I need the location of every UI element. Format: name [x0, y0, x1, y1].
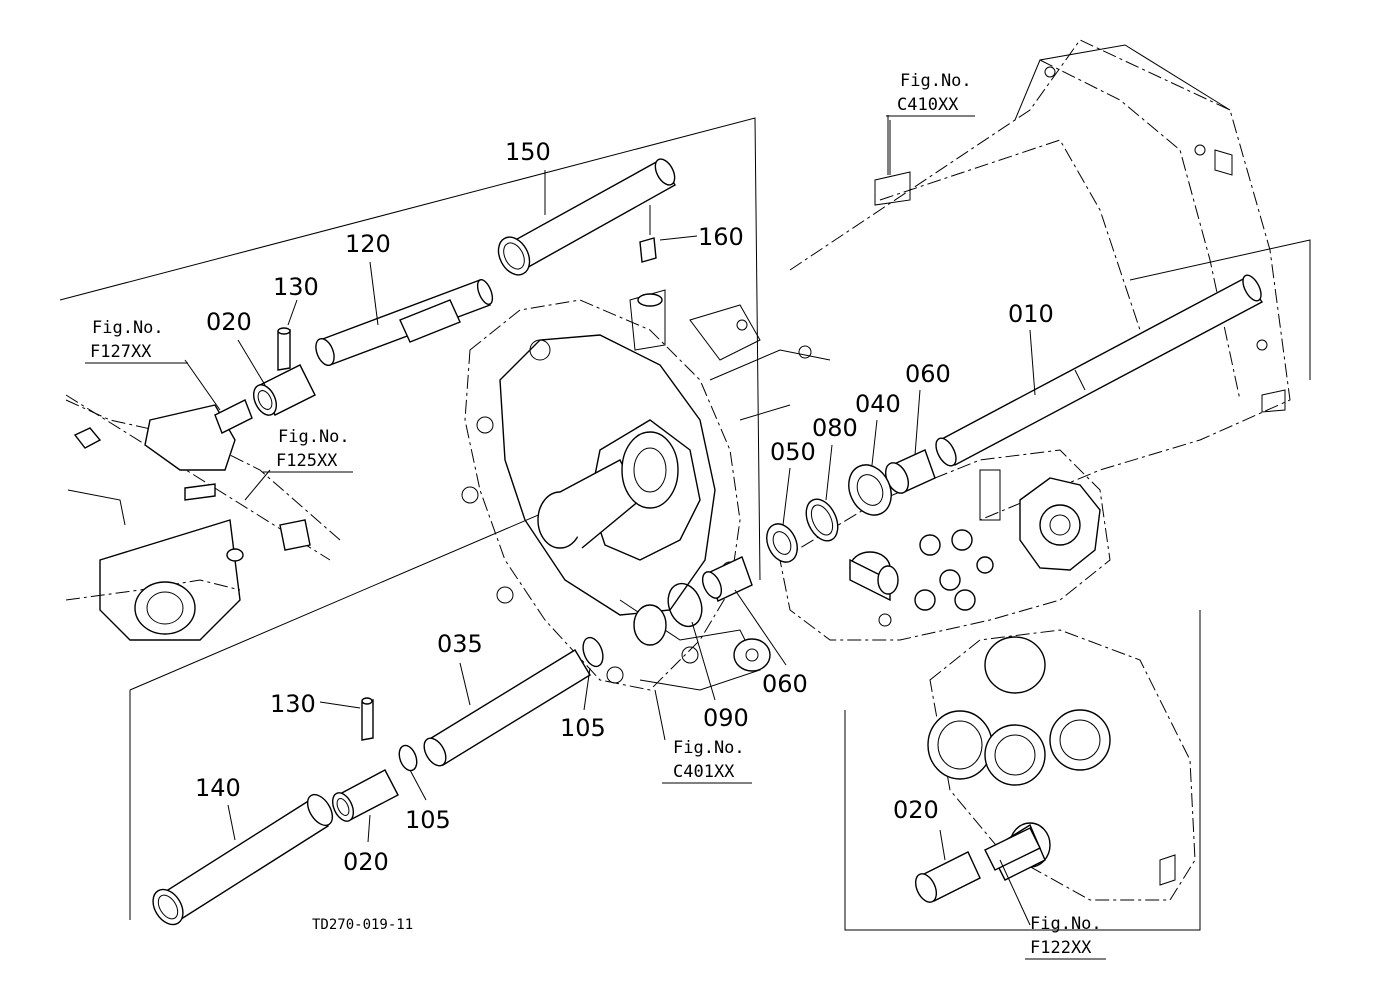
perspective-planes	[59, 117, 1311, 931]
fig-c401-label: Fig.No.	[673, 738, 745, 758]
label-020-bottom: 020	[343, 848, 389, 876]
figure-references: Fig.No. C410XX Fig.No. F127XX Fig.No. F1…	[85, 71, 1106, 960]
front-frame	[65, 399, 341, 641]
transmission-case	[789, 39, 1291, 521]
label-130-bottom: 130	[270, 690, 316, 718]
label-105-mid: 105	[560, 714, 606, 742]
label-140: 140	[195, 774, 241, 802]
clutch-housing	[461, 289, 831, 691]
label-105-bottom: 105	[405, 806, 451, 834]
label-035: 035	[437, 630, 483, 658]
part-shafts	[152, 158, 1264, 926]
label-130-top: 130	[273, 273, 319, 301]
label-020-right: 020	[893, 796, 939, 824]
valve-block	[779, 449, 1111, 641]
label-040: 040	[855, 390, 901, 418]
part-labels: 150 160 120 130 020 010 060 040 080 050 …	[195, 138, 1054, 876]
label-150: 150	[505, 138, 551, 166]
fig-f122-label: Fig.No.	[1030, 914, 1102, 934]
label-090: 090	[703, 704, 749, 732]
fig-c401-code: C401XX	[673, 762, 735, 782]
fig-f125-label: Fig.No.	[278, 427, 350, 447]
diagram-code: TD270-019-11	[312, 917, 413, 933]
fig-f127-label: Fig.No.	[92, 318, 164, 338]
label-060-top: 060	[905, 360, 951, 388]
label-010: 010	[1008, 300, 1054, 328]
fig-f122-code: F122XX	[1030, 938, 1092, 958]
leader-lines	[184, 120, 1036, 926]
fig-f127-code: F127XX	[90, 342, 152, 362]
fig-f125-code: F125XX	[276, 451, 338, 471]
label-120: 120	[345, 230, 391, 258]
label-020-top: 020	[206, 308, 252, 336]
label-050: 050	[770, 438, 816, 466]
fig-c410-label: Fig.No.	[900, 71, 972, 91]
label-060-mid: 060	[762, 670, 808, 698]
label-080: 080	[812, 414, 858, 442]
fig-c410-code: C410XX	[897, 95, 959, 115]
label-160: 160	[698, 223, 744, 251]
